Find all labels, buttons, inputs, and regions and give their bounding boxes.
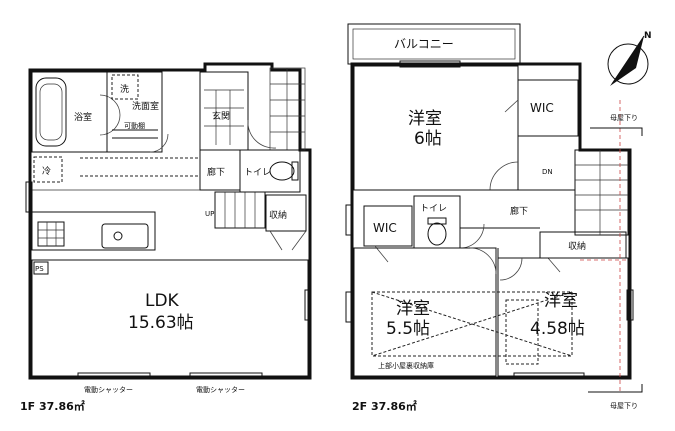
storage-2f-label: 収納	[568, 240, 586, 252]
balcony-label: バルコニー	[394, 37, 454, 51]
wic-1	[517, 79, 579, 137]
stairs-2f-treads	[575, 150, 628, 235]
attic-storage-label: 上部小屋裏収納庫	[378, 361, 434, 370]
compass-icon	[607, 35, 649, 86]
entrance	[199, 71, 249, 151]
window-2f-bottom	[513, 372, 585, 380]
fridge-space	[33, 156, 63, 183]
stair-treads	[224, 192, 256, 228]
washroom	[106, 71, 163, 153]
western1-size-label: 6帖	[414, 129, 442, 149]
roof-bottom-label: 母屋下り	[610, 402, 638, 410]
kitchen-counter	[31, 211, 156, 251]
shutter-right-label: 電動シャッター	[196, 385, 245, 394]
floor-1	[25, 62, 312, 380]
hallway-2f-label: 廊下	[510, 205, 528, 217]
stove	[37, 221, 65, 247]
floor2-outer-wall	[350, 62, 632, 380]
movable-shelf-label: 可動棚	[124, 121, 145, 130]
window-left	[77, 372, 151, 380]
western3-label: 洋室	[544, 291, 578, 311]
entrance-floor-grid	[204, 89, 244, 145]
floor1-outer-wall	[28, 62, 312, 380]
wic1-label: WIC	[530, 101, 554, 115]
ldk-label: LDK	[145, 291, 180, 311]
bath-room	[31, 71, 108, 153]
entrance-label: 玄関	[212, 110, 230, 122]
toilet-bowl-2f	[427, 222, 447, 246]
shutter-left-label: 電動シャッター	[84, 385, 133, 394]
fridge-mark: 冷	[42, 165, 51, 177]
sink	[101, 223, 149, 249]
up-label: UP	[205, 210, 214, 218]
washer-space	[111, 74, 139, 100]
stairs-1f	[214, 191, 266, 229]
toilet-bowl-1f	[269, 161, 295, 181]
window-right	[189, 372, 263, 380]
floor-2	[345, 23, 643, 393]
wic2-label: WIC	[373, 221, 397, 235]
storage-1f	[265, 194, 307, 232]
western-room-3	[497, 257, 629, 377]
ps-box	[33, 261, 49, 275]
western2-label: 洋室	[396, 299, 430, 319]
toilet-2f-label: トイレ	[420, 204, 447, 214]
bath-label: 浴室	[74, 111, 92, 123]
western-room-2	[353, 247, 497, 377]
storage-1f-label: 収納	[269, 209, 287, 221]
attic-storage-area	[371, 291, 573, 357]
western3-size-label: 4.58帖	[530, 319, 585, 339]
floor2-caption: 2F 37.86㎡	[352, 399, 417, 413]
ldk-room	[31, 259, 309, 377]
western2-size-label: 5.5帖	[386, 319, 430, 339]
stove-grid	[38, 222, 64, 246]
roof-top-label: 母屋下り	[610, 114, 638, 122]
floor1-caption: 1F 37.86㎡	[20, 399, 85, 413]
western1-label: 洋室	[408, 109, 442, 129]
hallway-1f-label: 廊下	[207, 166, 225, 178]
toilet-1f	[239, 149, 301, 193]
stairs-2f	[574, 149, 629, 236]
ldk-size-label: 15.63帖	[128, 313, 194, 333]
compass-north-label: N	[644, 31, 652, 41]
wic-2	[363, 205, 413, 247]
washroom-label: 洗面室	[132, 100, 159, 112]
dn-label: DN	[542, 168, 553, 176]
bathtub	[35, 77, 67, 147]
ps-label: PS	[35, 265, 44, 273]
washer-mark: 洗	[120, 83, 129, 95]
toilet-1f-label: トイレ	[244, 168, 271, 178]
